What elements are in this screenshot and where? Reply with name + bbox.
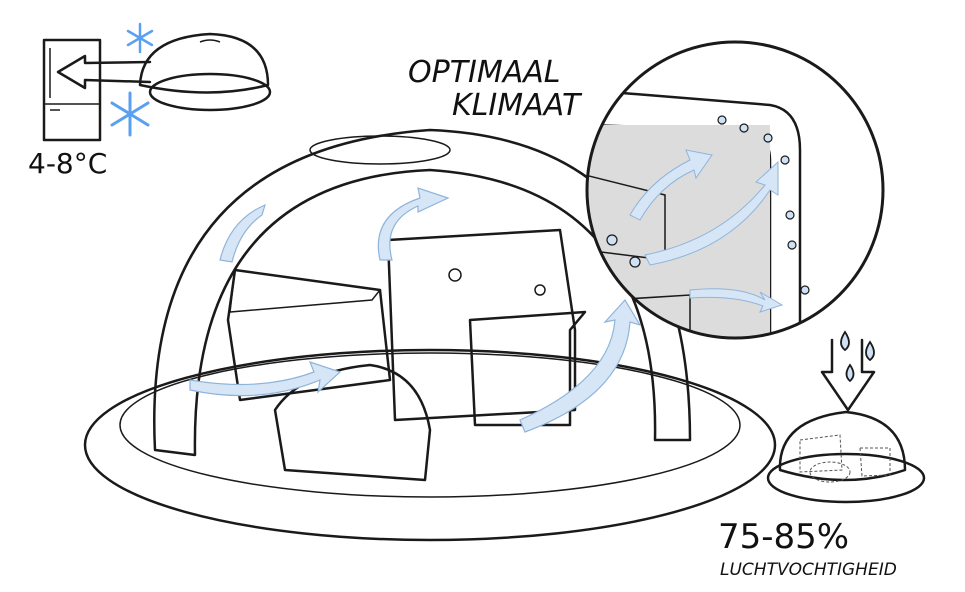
heading-line2: KLIMAAT bbox=[452, 88, 583, 123]
fridge-icon bbox=[42, 38, 102, 142]
humidity-caption: LUCHTVOCHTIGHEID bbox=[720, 560, 897, 580]
cheese-dome bbox=[153, 128, 692, 457]
humidity-dome-icon bbox=[766, 410, 926, 504]
magnifier-circle bbox=[585, 40, 885, 340]
snowflake-icon bbox=[110, 91, 150, 137]
arrow-down-icon bbox=[820, 338, 876, 412]
temperature-label: 4-8°C bbox=[28, 147, 107, 180]
droplet-icon bbox=[606, 115, 810, 295]
heading-line1: OPTIMAAL bbox=[408, 55, 561, 90]
platter bbox=[83, 348, 777, 542]
snowflake-icon bbox=[126, 22, 154, 54]
droplet-icon bbox=[840, 330, 875, 383]
dome-icon bbox=[138, 32, 272, 112]
cheese-pieces bbox=[226, 228, 587, 482]
airflow-arrows bbox=[189, 187, 642, 433]
arrow-left-icon bbox=[56, 54, 152, 90]
humidity-value: 75-85% bbox=[718, 517, 849, 557]
